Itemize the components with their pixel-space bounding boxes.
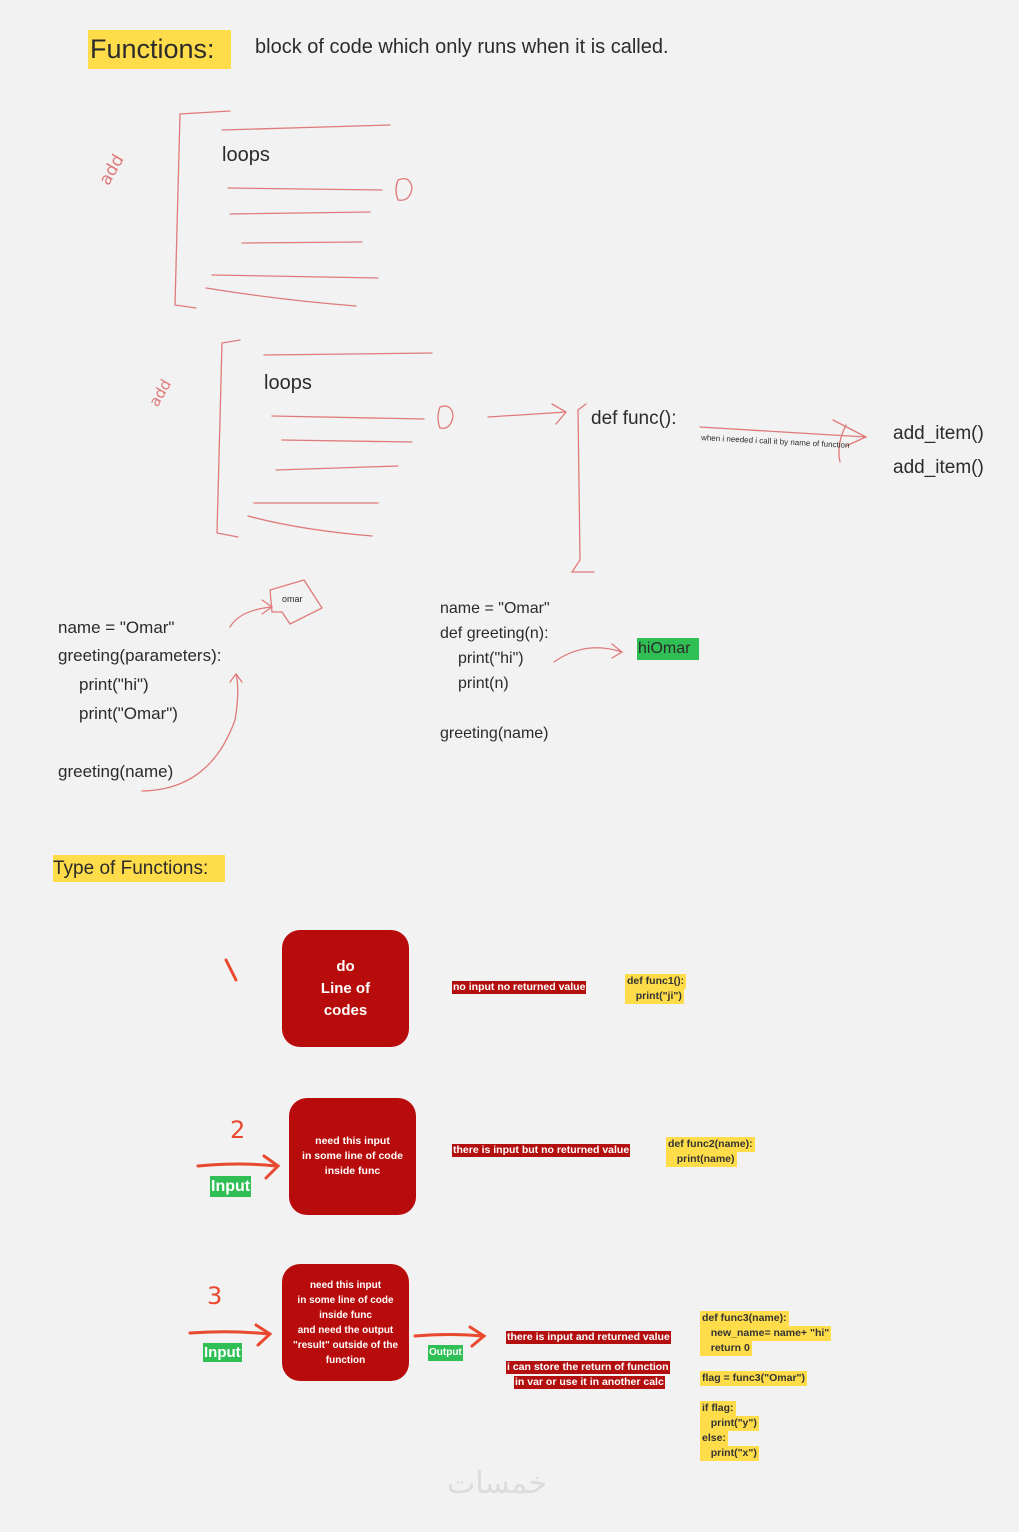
output-label: Output [428, 1345, 463, 1361]
line [229, 211, 371, 215]
box-line: codes [323, 1001, 368, 1019]
arrow [699, 419, 868, 463]
number-label: 3 [207, 1282, 223, 1310]
bracket-1 [174, 110, 231, 309]
page-title: Functions: [88, 30, 231, 69]
section-title: Type of Functions: [53, 855, 225, 882]
line [271, 415, 425, 420]
call-example: add_item() [893, 423, 984, 444]
box-line: function [325, 1354, 366, 1366]
bracket-2 [216, 339, 241, 538]
box-line: Line of [320, 979, 371, 997]
box-line: need this input [309, 1279, 382, 1291]
box-line: inside func [324, 1165, 381, 1177]
code-line: else: [700, 1431, 728, 1446]
line [263, 352, 433, 356]
code-line: if flag: [700, 1401, 736, 1416]
arrow-output-3 [413, 1325, 487, 1348]
code-line: def func3(name): [700, 1311, 789, 1326]
number-label: 2 [230, 1116, 246, 1144]
code-line: print("hi") [458, 650, 524, 667]
line [205, 287, 357, 307]
function-box-1: do Line of codes [282, 930, 409, 1047]
type-label: in var or use it in another calc [514, 1376, 665, 1389]
line [221, 124, 391, 131]
def-func-text: def func(): [591, 408, 677, 429]
arrow-input-2 [196, 1154, 281, 1180]
function-box-2: need this input in some line of code ins… [289, 1098, 416, 1215]
code-line: greeting(name) [440, 725, 549, 742]
type-label: no input no returned value [452, 981, 587, 994]
function-box-3: need this input in some line of code ins… [282, 1264, 409, 1381]
box-line: inside func [319, 1309, 372, 1321]
code-line: print("y") [700, 1416, 759, 1431]
code-line: print("Omar") [79, 704, 178, 723]
code-line: flag = func3("Omar") [700, 1371, 808, 1386]
line [275, 465, 399, 471]
code-line: def func1(): [625, 974, 687, 989]
box-line: in some line of code [302, 1150, 403, 1162]
code-snippet: def func2(name): print(name) [666, 1137, 755, 1167]
line [211, 274, 379, 279]
code-line: print("ji") [625, 989, 684, 1004]
line [281, 439, 413, 443]
watermark-logo: خمسات [447, 1466, 548, 1501]
bracket-3 [570, 403, 595, 573]
input-label: Input [210, 1176, 252, 1197]
input-label: Input [203, 1343, 242, 1362]
code-line: name = "Omar" [440, 600, 550, 617]
bubble-text: omar [282, 594, 303, 604]
type-label: i can store the return of function [506, 1361, 670, 1374]
arrow-input-3 [188, 1323, 273, 1347]
omar-bubble [269, 579, 323, 625]
code-line: new_name= name+ "hi" [700, 1326, 832, 1341]
code-line: def func2(name): [666, 1137, 755, 1152]
loops-label: loops [264, 372, 312, 394]
arrow [553, 643, 624, 663]
code-line: def greeting(n): [440, 625, 549, 642]
box-line: and need the output [297, 1324, 394, 1336]
arrow [487, 403, 567, 425]
code-line: greeting(parameters): [58, 646, 222, 665]
line [247, 515, 373, 537]
code-line: return 0 [700, 1341, 752, 1356]
code-line: print(n) [458, 675, 509, 692]
box-line: do [336, 957, 355, 975]
code-line: greeting(name) [58, 762, 174, 781]
code-line: name = "Omar" [58, 618, 175, 637]
line [227, 187, 383, 191]
definition-text: block of code which only runs when it is… [255, 36, 669, 58]
arrow [141, 672, 243, 792]
code-line: print("hi") [79, 675, 149, 694]
box-line: "result" outside of the [292, 1339, 399, 1351]
loop-icon [395, 177, 413, 201]
type-label: there is input but no returned value [452, 1144, 631, 1157]
code-line: print(name) [666, 1152, 737, 1167]
type-label: there is input and returned value [506, 1331, 671, 1344]
output-badge: hiOmar [637, 638, 699, 660]
call-example: add_item() [893, 457, 984, 478]
code-snippet: def func3(name): new_name= name+ "hi" re… [700, 1311, 832, 1461]
box-line: in some line of code [297, 1294, 394, 1306]
code-snippet: def func1(): print("ji") [625, 974, 687, 1004]
line [241, 241, 363, 244]
box-line: need this input [315, 1135, 390, 1147]
number-1-stroke [224, 958, 238, 982]
loops-label: loops [222, 144, 270, 166]
loop-icon [437, 405, 454, 429]
code-line: print("x") [700, 1446, 759, 1461]
